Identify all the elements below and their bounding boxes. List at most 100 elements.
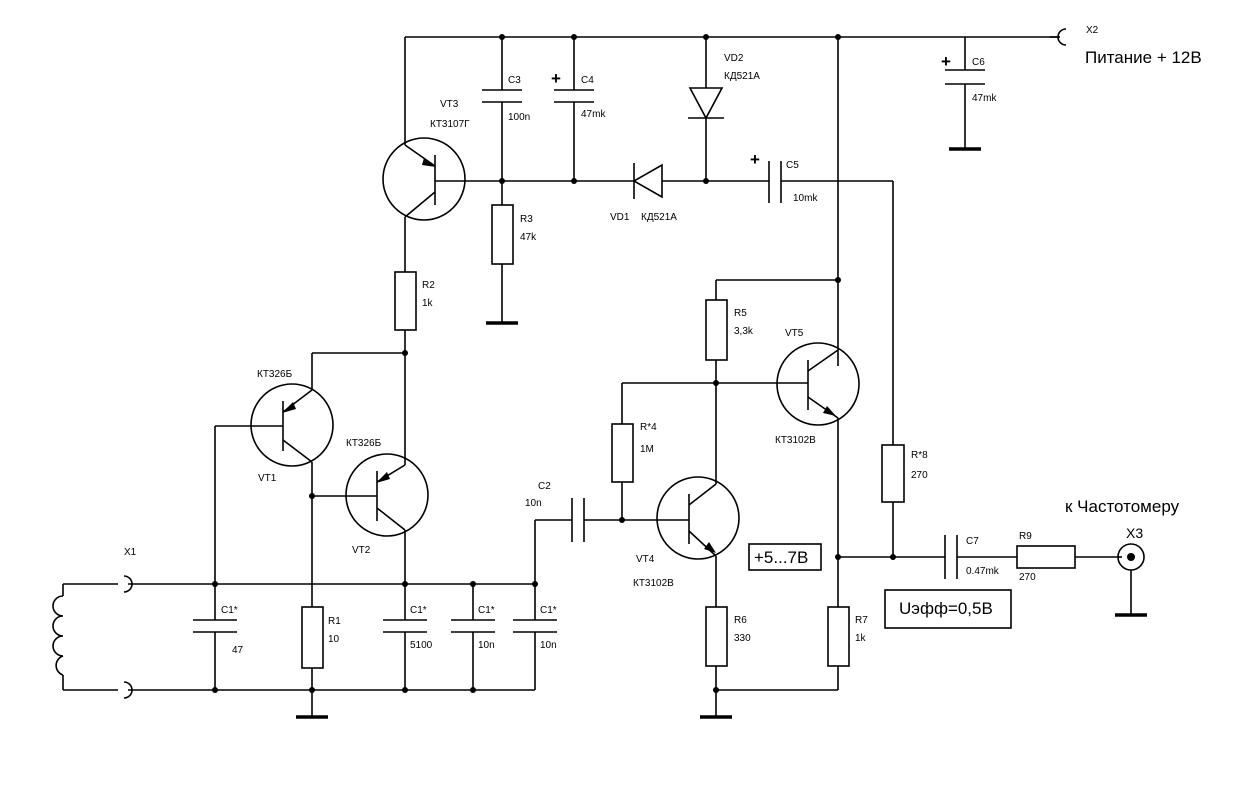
c7-value: 0.47mk	[966, 566, 1000, 577]
resistor-r4: R*4 1M	[611, 422, 657, 483]
x3-ref: X3	[1126, 525, 1143, 541]
c1b-value: 5100	[410, 640, 433, 651]
note-voltage: +5...7В	[748, 543, 822, 571]
r9-value: 270	[1019, 572, 1036, 583]
capacitor-c5: + C5 10mk	[750, 150, 818, 204]
transistor-vt1: КТ326Б VT1	[250, 369, 334, 484]
r7-value: 1k	[855, 633, 867, 644]
c1d-ref: C1*	[540, 605, 557, 616]
r8-value: 270	[911, 470, 928, 481]
c2-value: 10n	[525, 498, 542, 509]
resistor-r8: R*8 270	[881, 444, 928, 503]
r3-ref: R3	[520, 214, 533, 225]
inductor	[52, 595, 64, 676]
diode-vd2: VD2 КД521А	[688, 53, 760, 120]
resistor-r7: R7 1k	[827, 606, 868, 667]
r6-value: 330	[734, 633, 751, 644]
plus-icon: +	[551, 69, 561, 88]
r9-ref: R9	[1019, 531, 1032, 542]
connector-x1: X1	[123, 547, 137, 699]
c4-value: 47mk	[581, 109, 606, 120]
terminal-icon	[1057, 28, 1067, 46]
vd2-type: КД521А	[724, 71, 760, 82]
c6-ref: C6	[972, 57, 985, 68]
connector-x2: X2 Питание + 12В	[1057, 25, 1202, 67]
r1-ref: R1	[328, 616, 341, 627]
wires	[62, 36, 1132, 717]
terminal-icon	[123, 575, 133, 593]
diodes: VD2 КД521А VD1 КД521А	[610, 53, 760, 223]
resistor-r2: R2 1k	[394, 271, 435, 331]
r7-ref: R7	[855, 615, 868, 626]
r5-value: 3,3k	[734, 326, 754, 337]
c1a-ref: C1*	[221, 605, 238, 616]
diode-vd1: VD1 КД521А	[610, 163, 677, 223]
capacitor-c3: C3 100n	[482, 75, 530, 123]
ueff-note: Uэфф=0,5В	[899, 599, 993, 618]
c4-ref: C4	[581, 75, 594, 86]
plus-icon: +	[750, 150, 760, 169]
r2-ref: R2	[422, 280, 435, 291]
connector-x3: X3 к Частотомеру	[1065, 497, 1180, 571]
c1b-ref: C1*	[410, 605, 427, 616]
vt4-ref: VT4	[636, 554, 655, 565]
resistor-r6: R6 330	[705, 606, 751, 667]
capacitor-c1-b: C1* 5100	[383, 605, 433, 651]
vd1-ref: VD1	[610, 212, 630, 223]
transistor-vt5: VT5 КТ3102В	[775, 328, 860, 446]
c3-ref: C3	[508, 75, 521, 86]
transistor-vt4: VT4 КТ3102В	[633, 476, 740, 589]
capacitor-c4: + C4 47mk	[551, 69, 606, 120]
capacitor-c1-c: C1* 10n	[451, 605, 495, 651]
transistors: VT3 КТ3107Г КТ326Б VT1 КТ326Б VT2	[250, 99, 860, 589]
transistor-vt2: КТ326Б VT2	[345, 438, 429, 556]
resistor-r5: R5 3,3k	[705, 299, 754, 361]
resistors: R2 1k R3 47k R1 10 R*4 1M R5 3,3k R6 330	[301, 204, 1076, 669]
c3-value: 100n	[508, 112, 530, 123]
c1a-value: 47	[232, 645, 244, 656]
c2-ref: C2	[538, 481, 551, 492]
r3-value: 47k	[520, 232, 537, 243]
plus-icon: +	[941, 52, 951, 71]
r8-ref: R*8	[911, 450, 928, 461]
vd1-type: КД521А	[641, 212, 677, 223]
r4-ref: R*4	[640, 422, 657, 433]
r5-ref: R5	[734, 308, 747, 319]
capacitor-c1-a: C1* 47	[193, 605, 244, 656]
voltage-note: +5...7В	[754, 548, 808, 567]
transistor-vt3: VT3 КТ3107Г	[382, 99, 470, 221]
r6-ref: R6	[734, 615, 747, 626]
x2-ref: X2	[1086, 25, 1099, 36]
c7-ref: C7	[966, 536, 979, 547]
c5-value: 10mk	[793, 193, 818, 204]
vt2-type: КТ326Б	[346, 438, 382, 449]
r1-value: 10	[328, 634, 340, 645]
frequency-meter-label: к Частотомеру	[1065, 497, 1180, 516]
capacitor-c2: C2 10n	[525, 481, 585, 542]
power-label: Питание + 12В	[1085, 48, 1202, 67]
vt1-type: КТ326Б	[257, 369, 293, 380]
resistor-r9: R9 270	[1016, 531, 1076, 583]
c6-value: 47mk	[972, 93, 997, 104]
c1c-value: 10n	[478, 640, 495, 651]
capacitor-c6: + C6 47mk	[941, 52, 997, 104]
c1d-value: 10n	[540, 640, 557, 651]
capacitors: C3 100n + C4 47mk + C6 47mk + C5 10mk	[193, 52, 1000, 656]
ground-symbols	[296, 147, 1147, 719]
vt5-type: КТ3102В	[775, 435, 816, 446]
c5-ref: C5	[786, 160, 799, 171]
r2-value: 1k	[422, 298, 434, 309]
vt1-ref: VT1	[258, 473, 277, 484]
terminal-icon	[123, 681, 133, 699]
vd2-ref: VD2	[724, 53, 744, 64]
vt5-ref: VT5	[785, 328, 804, 339]
r4-value: 1M	[640, 444, 654, 455]
vt3-type: КТ3107Г	[430, 119, 470, 130]
resistor-r3: R3 47k	[491, 204, 537, 265]
capacitor-c7: C7 0.47mk	[944, 535, 1000, 579]
note-ueff: Uэфф=0,5В	[884, 589, 1012, 629]
c1c-ref: C1*	[478, 605, 495, 616]
resistor-r1: R1 10	[301, 606, 341, 669]
vt4-type: КТ3102В	[633, 578, 674, 589]
